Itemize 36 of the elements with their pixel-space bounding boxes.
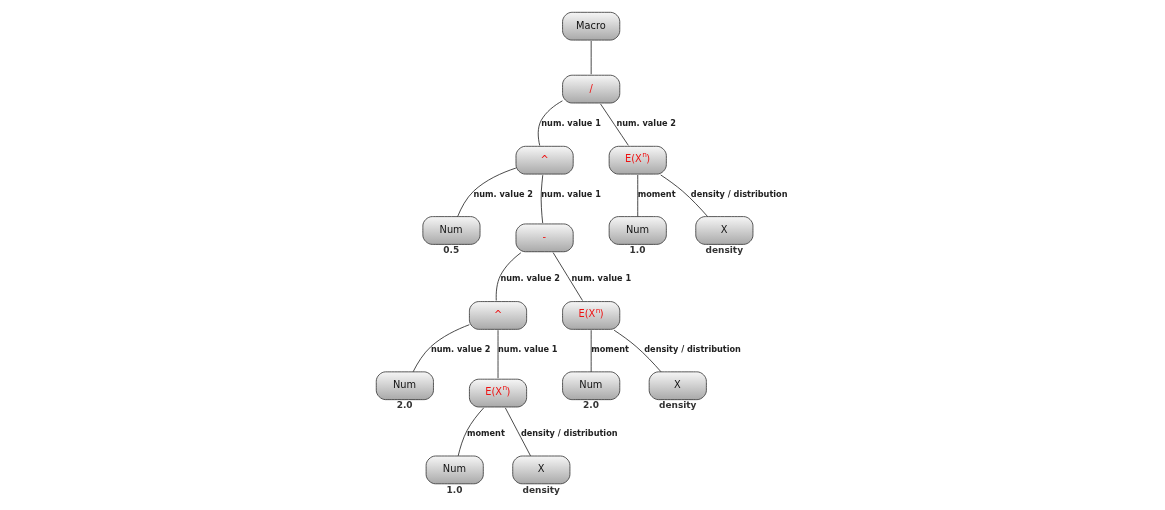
- edge-label: moment: [590, 344, 629, 355]
- edge-label: num. value 2: [499, 273, 560, 284]
- edge-label: num. value 1: [540, 117, 601, 128]
- connector: [457, 407, 484, 457]
- connector: [613, 329, 661, 373]
- connector: [599, 103, 629, 146]
- node-label: 2.0: [582, 400, 599, 411]
- connector: [495, 252, 521, 301]
- connector: [456, 167, 516, 217]
- connector: [412, 324, 470, 373]
- edge-label: num. value 2: [473, 188, 533, 199]
- edge-label: density / distribution: [690, 188, 788, 199]
- connector: [590, 329, 592, 373]
- node-label: 2.0: [396, 400, 413, 411]
- edge-label: num. value 2: [616, 117, 676, 128]
- connector: [497, 329, 498, 379]
- edge-label: num. value 1: [540, 188, 601, 199]
- node-label: density: [705, 245, 743, 256]
- edge-label: density / distribution: [520, 428, 618, 439]
- node-label: 0.5: [442, 245, 459, 256]
- connector: [659, 174, 708, 217]
- node-label: 1.0: [629, 245, 645, 256]
- edge-label: num. value 2: [430, 344, 491, 355]
- connector: [537, 100, 563, 146]
- node-label: density: [522, 484, 560, 495]
- node-label: density: [658, 400, 696, 411]
- node-label: 1.0: [446, 484, 462, 495]
- edge-label: density / distribution: [643, 344, 741, 355]
- connector: [552, 252, 583, 301]
- connector: [540, 174, 543, 224]
- edge-label: moment: [466, 428, 505, 439]
- edge-label: moment: [637, 188, 676, 199]
- connector: [504, 407, 531, 457]
- edge-label: num. value 1: [497, 344, 558, 355]
- edge-label: num. value 1: [571, 273, 631, 284]
- connector: [636, 174, 638, 217]
